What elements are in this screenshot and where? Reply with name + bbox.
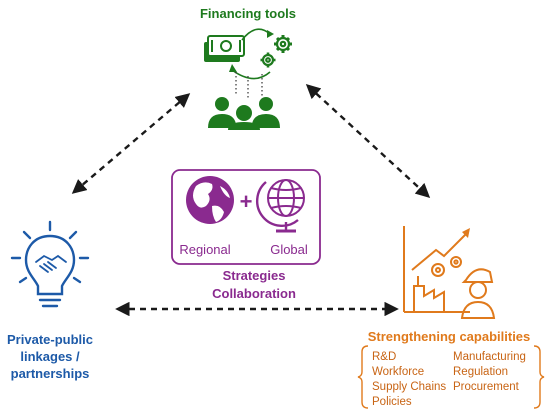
private-public-line1: Private-public — [7, 332, 93, 347]
global-label: Global — [270, 242, 308, 257]
capability-supply-chains: Supply Chains — [372, 381, 446, 393]
capability-regulation: Regulation — [453, 366, 508, 378]
arrow-financing-to-capabilities — [305, 84, 431, 198]
capability-policies: Policies — [372, 396, 412, 408]
capabilities-list: R&D Workforce Supply Chains Policies Man… — [372, 351, 526, 408]
capabilities-title: Strengthening capabilities — [368, 329, 531, 344]
left-brace — [357, 345, 369, 409]
arrow-financing-to-private — [71, 93, 191, 194]
private-public-line3: partnerships — [11, 366, 90, 381]
strategies-frame — [171, 169, 321, 265]
private-public-node: Private-public linkages / partnerships — [7, 220, 93, 381]
money-icon — [204, 35, 245, 62]
private-public-line2: linkages / — [20, 349, 80, 364]
right-brace — [533, 345, 545, 409]
lightbulb-handshake-icon — [10, 220, 90, 308]
capability-procurement: Procurement — [453, 381, 520, 393]
link-dots — [235, 72, 263, 98]
factory-growth-icon — [403, 226, 470, 313]
capability-manufacturing: Manufacturing — [453, 351, 526, 363]
connector-arrows — [71, 84, 431, 317]
capability-workforce: Workforce — [372, 366, 424, 378]
collaboration-title: Collaboration — [212, 286, 296, 301]
plus-sign: + — [240, 189, 253, 214]
capabilities-node: Strengthening capabilities R&D Workforce… — [357, 226, 545, 409]
gears-icon — [260, 35, 292, 68]
cycle-arrows-icon — [229, 28, 274, 80]
people-group-icon — [208, 97, 280, 130]
desk-globe-icon — [255, 179, 305, 233]
strategies-title: Strategies — [223, 268, 286, 283]
worker-icon — [460, 268, 496, 319]
financing-tools-node: Financing tools — [200, 6, 296, 130]
financing-title: Financing tools — [200, 6, 296, 21]
earth-globe-icon — [186, 176, 234, 224]
capability-rd: R&D — [372, 351, 396, 363]
regional-label: Regional — [179, 242, 230, 257]
strategies-node: + Regional Global Strategies Collaborati… — [171, 169, 321, 301]
